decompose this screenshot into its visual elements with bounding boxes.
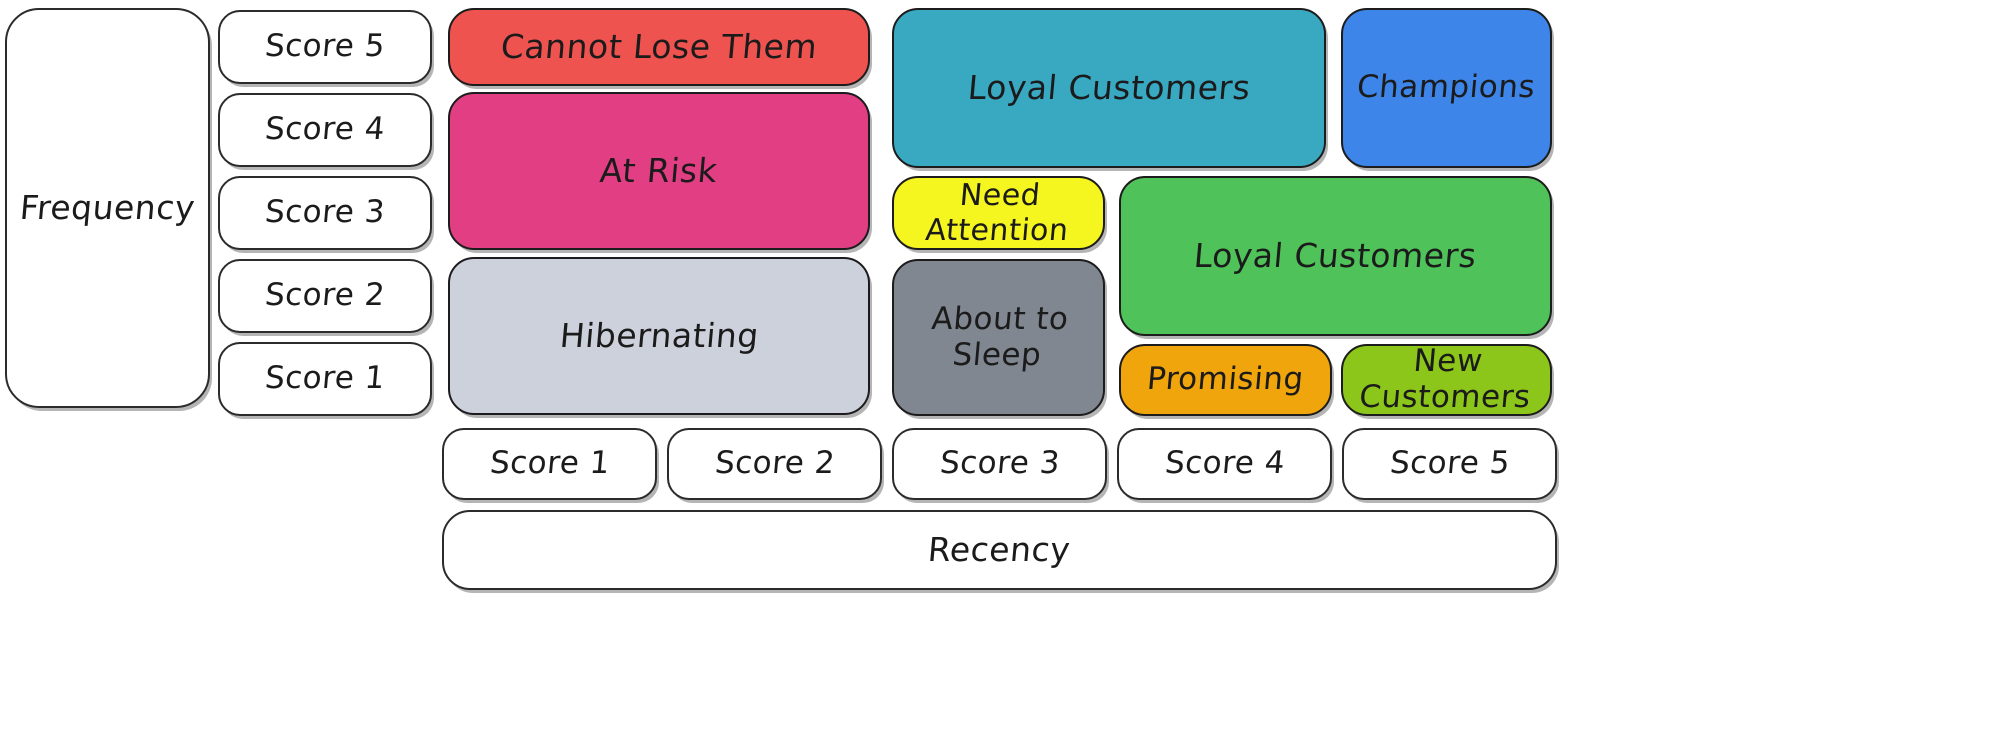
recency-score-box-4[interactable]: Score 4 bbox=[1117, 428, 1332, 500]
segment-label-about-to-sleep: About to Sleep bbox=[930, 300, 1071, 373]
segment-label-promising: Promising bbox=[1145, 361, 1306, 398]
segment-label-need-attention: Need Attention bbox=[924, 177, 1071, 248]
segment-label-loyal-customers-teal: Loyal Customers bbox=[966, 68, 1252, 108]
segment-about-to-sleep[interactable]: About to Sleep bbox=[892, 259, 1105, 416]
segment-label-loyal-customers-green: Loyal Customers bbox=[1192, 236, 1479, 276]
recency-score-label-2: Score 2 bbox=[713, 445, 837, 482]
frequency-score-label-3: Score 3 bbox=[263, 194, 387, 231]
segment-champions[interactable]: Champions bbox=[1341, 8, 1552, 168]
frequency-score-box-3[interactable]: Score 3 bbox=[218, 176, 432, 250]
frequency-score-label-5: Score 5 bbox=[263, 28, 387, 65]
frequency-score-box-1[interactable]: Score 1 bbox=[218, 342, 432, 416]
segment-at-risk[interactable]: At Risk bbox=[448, 92, 870, 250]
segment-cannot-lose-them[interactable]: Cannot Lose Them bbox=[448, 8, 870, 86]
frequency-score-label-4: Score 4 bbox=[263, 111, 387, 148]
segment-label-champions: Champions bbox=[1355, 69, 1538, 106]
frequency-score-box-2[interactable]: Score 2 bbox=[218, 259, 432, 333]
recency-score-box-5[interactable]: Score 5 bbox=[1342, 428, 1557, 500]
segment-new-customers[interactable]: New Customers bbox=[1341, 343, 1552, 416]
recency-score-label-1: Score 1 bbox=[488, 445, 612, 482]
segment-label-at-risk: At Risk bbox=[598, 151, 720, 191]
segment-promising[interactable]: Promising bbox=[1119, 344, 1332, 416]
frequency-score-label-1: Score 1 bbox=[263, 360, 387, 397]
segment-loyal-customers-green[interactable]: Loyal Customers bbox=[1119, 176, 1552, 336]
segment-label-cannot-lose-them: Cannot Lose Them bbox=[499, 27, 819, 67]
segment-need-attention[interactable]: Need Attention bbox=[892, 176, 1105, 250]
frequency-score-box-4[interactable]: Score 4 bbox=[218, 93, 432, 167]
frequency-axis-text: Frequency bbox=[18, 188, 197, 228]
recency-score-label-5: Score 5 bbox=[1388, 445, 1512, 482]
frequency-score-label-2: Score 2 bbox=[263, 277, 387, 314]
recency-axis-label: Recency bbox=[442, 510, 1557, 590]
recency-score-label-4: Score 4 bbox=[1163, 445, 1287, 482]
recency-score-label-3: Score 3 bbox=[938, 445, 1062, 482]
segment-loyal-customers-teal[interactable]: Loyal Customers bbox=[892, 8, 1326, 168]
recency-axis-text: Recency bbox=[926, 530, 1073, 570]
recency-score-box-2[interactable]: Score 2 bbox=[667, 428, 882, 500]
recency-score-box-3[interactable]: Score 3 bbox=[892, 428, 1107, 500]
segment-hibernating[interactable]: Hibernating bbox=[448, 257, 870, 415]
frequency-score-box-5[interactable]: Score 5 bbox=[218, 10, 432, 84]
segment-label-hibernating: Hibernating bbox=[557, 316, 761, 356]
segment-label-new-customers: New Customers bbox=[1357, 343, 1533, 415]
frequency-axis-label: Frequency bbox=[5, 8, 210, 408]
recency-score-box-1[interactable]: Score 1 bbox=[442, 428, 657, 500]
